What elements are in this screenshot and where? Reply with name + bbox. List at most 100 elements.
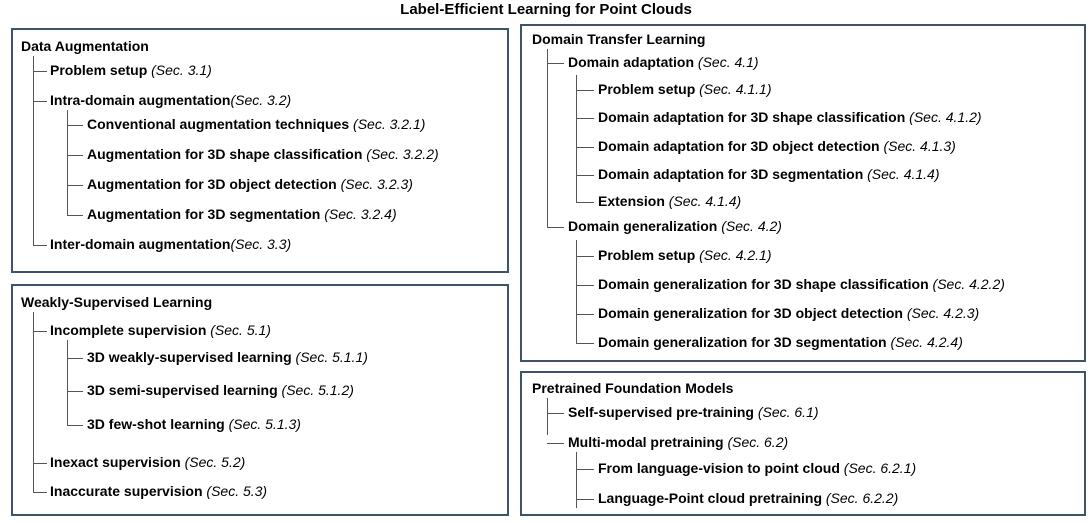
tree-line bbox=[33, 101, 47, 102]
tree-line bbox=[547, 398, 548, 435]
node-da-3d-segmentation[interactable]: Domain adaptation for 3D segmentation (S… bbox=[598, 166, 940, 182]
panel-title-data-augmentation: Data Augmentation bbox=[21, 38, 149, 54]
node-augmentation-3d-segmentation[interactable]: Augmentation for 3D segmentation (Sec. 3… bbox=[87, 206, 397, 222]
node-label: Augmentation for 3D shape classification bbox=[87, 146, 363, 162]
node-label: Language-Point cloud pretraining bbox=[598, 490, 822, 506]
panel-domain-transfer-learning bbox=[520, 24, 1086, 362]
tree-line bbox=[67, 185, 83, 186]
tree-line bbox=[576, 147, 594, 148]
node-inter-domain-augmentation[interactable]: Inter-domain augmentation(Sec. 3.3) bbox=[50, 236, 291, 252]
node-label: Domain adaptation for 3D shape classific… bbox=[598, 109, 906, 125]
node-label: Domain generalization for 3D segmentatio… bbox=[598, 334, 887, 350]
section-ref: (Sec. 3.2.3) bbox=[336, 176, 413, 192]
section-ref: (Sec. 3.1) bbox=[147, 62, 212, 78]
panel-weakly-supervised-learning bbox=[11, 284, 509, 516]
panel-title-pretrained-foundation-models: Pretrained Foundation Models bbox=[532, 380, 734, 396]
node-label: Augmentation for 3D object detection bbox=[87, 176, 337, 192]
tree-line bbox=[576, 285, 594, 286]
tree-line bbox=[547, 63, 564, 64]
panel-title-domain-transfer-learning: Domain Transfer Learning bbox=[532, 31, 706, 47]
node-dg-3d-object-detection[interactable]: Domain generalization for 3D object dete… bbox=[598, 305, 979, 321]
section-ref: (Sec. 4.1) bbox=[694, 54, 759, 70]
node-dg-3d-shape-classification[interactable]: Domain generalization for 3D shape class… bbox=[598, 276, 1005, 292]
tree-line bbox=[576, 202, 594, 203]
node-label: Inter-domain augmentation bbox=[50, 236, 231, 252]
node-label: 3D weakly-supervised learning bbox=[87, 349, 292, 365]
section-ref: (Sec. 3.2.2) bbox=[362, 146, 439, 162]
section-ref: (Sec. 5.3) bbox=[202, 483, 268, 499]
node-language-vision-to-point-cloud[interactable]: From language-vision to point cloud (Sec… bbox=[598, 460, 916, 476]
section-ref: (Sec. 6.2.1) bbox=[839, 460, 917, 476]
node-conventional-augmentation[interactable]: Conventional augmentation techniques (Se… bbox=[87, 116, 425, 132]
node-inaccurate-supervision[interactable]: Inaccurate supervision (Sec. 5.3) bbox=[50, 483, 267, 499]
node-inexact-supervision[interactable]: Inexact supervision (Sec. 5.2) bbox=[50, 454, 245, 470]
section-ref: (Sec. 6.2.2) bbox=[822, 490, 899, 506]
node-label: Inexact supervision bbox=[50, 454, 181, 470]
node-3d-weakly-supervised-learning[interactable]: 3D weakly-supervised learning (Sec. 5.1.… bbox=[87, 349, 368, 365]
section-ref: (Sec. 4.2) bbox=[717, 218, 782, 234]
node-dg-problem-setup[interactable]: Problem setup (Sec. 4.2.1) bbox=[598, 247, 772, 263]
tree-line bbox=[67, 155, 83, 156]
section-ref: (Sec. 4.2.3) bbox=[902, 305, 980, 321]
section-ref: (Sec. 6.2) bbox=[723, 434, 789, 450]
node-label: From language-vision to point cloud bbox=[598, 460, 840, 476]
tree-line bbox=[547, 227, 564, 228]
section-ref: (Sec. 5.2) bbox=[180, 454, 246, 470]
section-ref: (Sec. 5.1.1) bbox=[291, 349, 368, 365]
node-label: 3D semi-supervised learning bbox=[87, 382, 278, 398]
section-ref: (Sec. 5.1.2) bbox=[277, 382, 354, 398]
tree-line bbox=[67, 125, 83, 126]
tree-line bbox=[576, 175, 594, 176]
node-3d-semi-supervised-learning[interactable]: 3D semi-supervised learning (Sec. 5.1.2) bbox=[87, 382, 354, 398]
node-label: Problem setup bbox=[50, 62, 148, 78]
tree-line bbox=[547, 49, 548, 227]
tree-line bbox=[67, 110, 68, 215]
node-da-3d-object-detection[interactable]: Domain adaptation for 3D object detectio… bbox=[598, 138, 956, 154]
section-ref: (Sec. 3.2.1) bbox=[349, 116, 426, 132]
node-dg-3d-segmentation[interactable]: Domain generalization for 3D segmentatio… bbox=[598, 334, 963, 350]
node-label: Domain generalization bbox=[568, 218, 718, 234]
node-label: Extension bbox=[598, 193, 665, 209]
node-label: Problem setup bbox=[598, 247, 696, 263]
node-da-3d-shape-classification[interactable]: Domain adaptation for 3D shape classific… bbox=[598, 109, 982, 125]
section-ref: (Sec. 6.1) bbox=[753, 404, 819, 420]
tree-line bbox=[576, 75, 577, 202]
tree-line bbox=[67, 340, 68, 425]
node-label: Self-supervised pre-training bbox=[568, 404, 754, 420]
node-label: Domain generalization for 3D shape class… bbox=[598, 276, 929, 292]
node-domain-generalization[interactable]: Domain generalization (Sec. 4.2) bbox=[568, 218, 782, 234]
node-language-point-cloud-pretraining[interactable]: Language-Point cloud pretraining (Sec. 6… bbox=[598, 490, 898, 506]
section-ref: (Sec. 3.3) bbox=[230, 236, 292, 252]
node-multi-modal-pretraining[interactable]: Multi-modal pretraining (Sec. 6.2) bbox=[568, 434, 788, 450]
node-label: Domain adaptation for 3D segmentation bbox=[598, 166, 864, 182]
tree-line bbox=[33, 71, 47, 72]
section-ref: (Sec. 4.1.3) bbox=[879, 138, 956, 154]
node-incomplete-supervision[interactable]: Incomplete supervision (Sec. 5.1) bbox=[50, 322, 271, 338]
tree-line bbox=[547, 443, 564, 444]
node-problem-setup[interactable]: Problem setup (Sec. 3.1) bbox=[50, 62, 212, 78]
node-da-problem-setup[interactable]: Problem setup (Sec. 4.1.1) bbox=[598, 81, 772, 97]
node-da-extension[interactable]: Extension (Sec. 4.1.4) bbox=[598, 193, 741, 209]
node-label: Domain adaptation for 3D object detectio… bbox=[598, 138, 880, 154]
node-label: Domain adaptation bbox=[568, 54, 695, 70]
tree-line bbox=[576, 343, 594, 344]
node-label: 3D few-shot learning bbox=[87, 416, 225, 432]
node-3d-few-shot-learning[interactable]: 3D few-shot learning (Sec. 5.1.3) bbox=[87, 416, 301, 432]
node-label: Domain generalization for 3D object dete… bbox=[598, 305, 903, 321]
diagram-title: Label-Efficient Learning for Point Cloud… bbox=[400, 1, 692, 18]
tree-line bbox=[576, 314, 594, 315]
tree-line bbox=[576, 118, 594, 119]
node-intra-domain-augmentation[interactable]: Intra-domain augmentation(Sec. 3.2) bbox=[50, 92, 291, 108]
node-augmentation-3d-shape-classification[interactable]: Augmentation for 3D shape classification… bbox=[87, 146, 439, 162]
node-label: Conventional augmentation techniques bbox=[87, 116, 350, 132]
section-ref: (Sec. 4.2.4) bbox=[886, 334, 963, 350]
node-domain-adaptation[interactable]: Domain adaptation (Sec. 4.1) bbox=[568, 54, 759, 70]
tree-line bbox=[67, 391, 83, 392]
tree-line bbox=[33, 463, 47, 464]
node-self-supervised-pretraining[interactable]: Self-supervised pre-training (Sec. 6.1) bbox=[568, 404, 819, 420]
node-augmentation-3d-object-detection[interactable]: Augmentation for 3D object detection (Se… bbox=[87, 176, 413, 192]
section-ref: (Sec. 5.1.3) bbox=[224, 416, 301, 432]
section-ref: (Sec. 5.1) bbox=[206, 322, 271, 338]
section-ref: (Sec. 4.2.2) bbox=[928, 276, 1005, 292]
panel-pretrained-foundation-models bbox=[520, 371, 1086, 516]
